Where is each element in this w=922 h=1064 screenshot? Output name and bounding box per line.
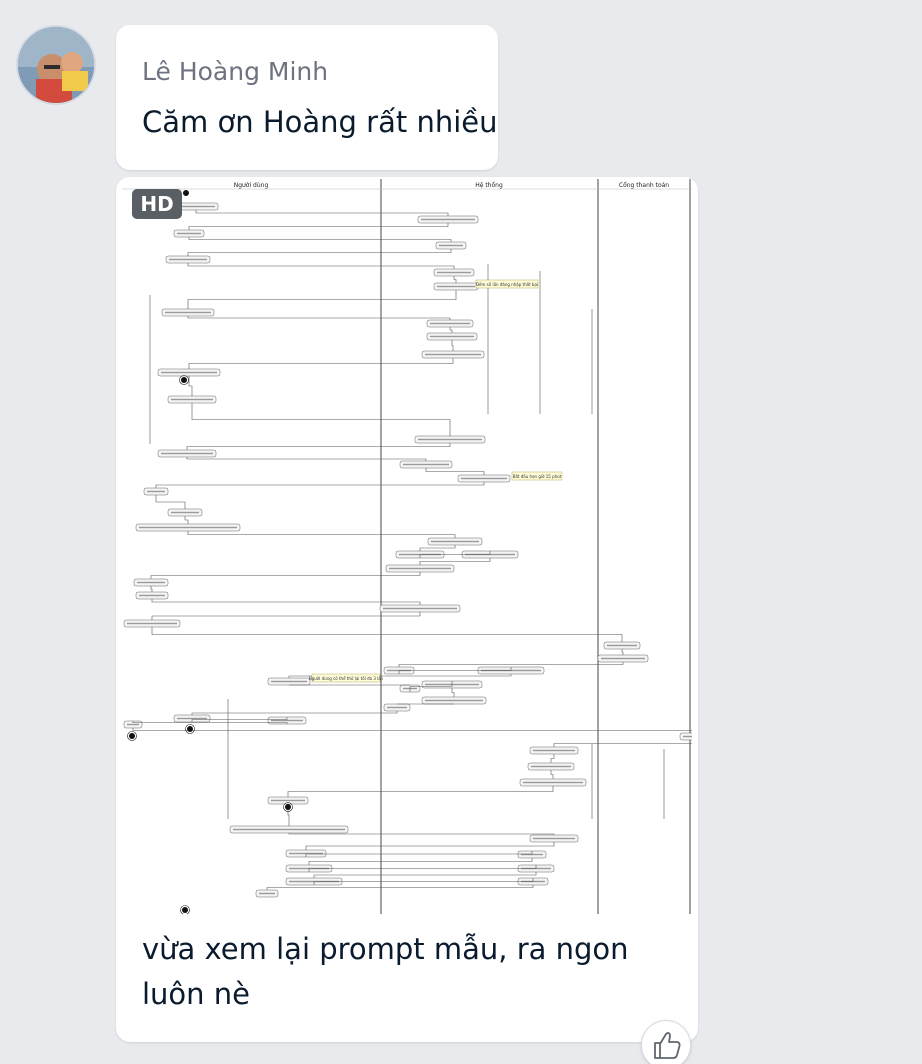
- lane-title-system: Hệ thống: [475, 182, 503, 189]
- message-text: Căm ơn Hoàng rất nhiều: [142, 105, 498, 139]
- lane-title-user: Người dùng: [234, 182, 269, 189]
- sender-avatar[interactable]: [16, 25, 96, 105]
- note-timer: Bắt đầu hẹn giờ 15 phút: [513, 474, 562, 479]
- note-failed-login: Đếm số lần đăng nhập thất bại: [476, 282, 538, 287]
- message-bubble-with-image[interactable]: Người dùng Hệ thống Cổng thanh toán Đếm …: [116, 177, 698, 1042]
- message-bubble[interactable]: Lê Hoàng Minh Căm ơn Hoàng rất nhiều: [116, 25, 498, 170]
- activity-diagram-image[interactable]: Người dùng Hệ thống Cổng thanh toán Đếm …: [122, 179, 692, 914]
- hd-badge: HD: [132, 189, 182, 219]
- lane-title-gateway: Cổng thanh toán: [619, 182, 669, 189]
- note-retry: Người dùng có thể thử lại tối đa 3 lần: [309, 676, 384, 681]
- avatar-photo: [18, 27, 94, 103]
- activity-diagram: Người dùng Hệ thống Cổng thanh toán Đếm …: [122, 179, 692, 914]
- thumbs-up-icon: [654, 1032, 681, 1059]
- sender-name[interactable]: Lê Hoàng Minh: [142, 57, 329, 86]
- message-text: vừa xem lại prompt mẫu, ra ngon luôn nè: [142, 932, 629, 1011]
- like-button[interactable]: [641, 1020, 691, 1064]
